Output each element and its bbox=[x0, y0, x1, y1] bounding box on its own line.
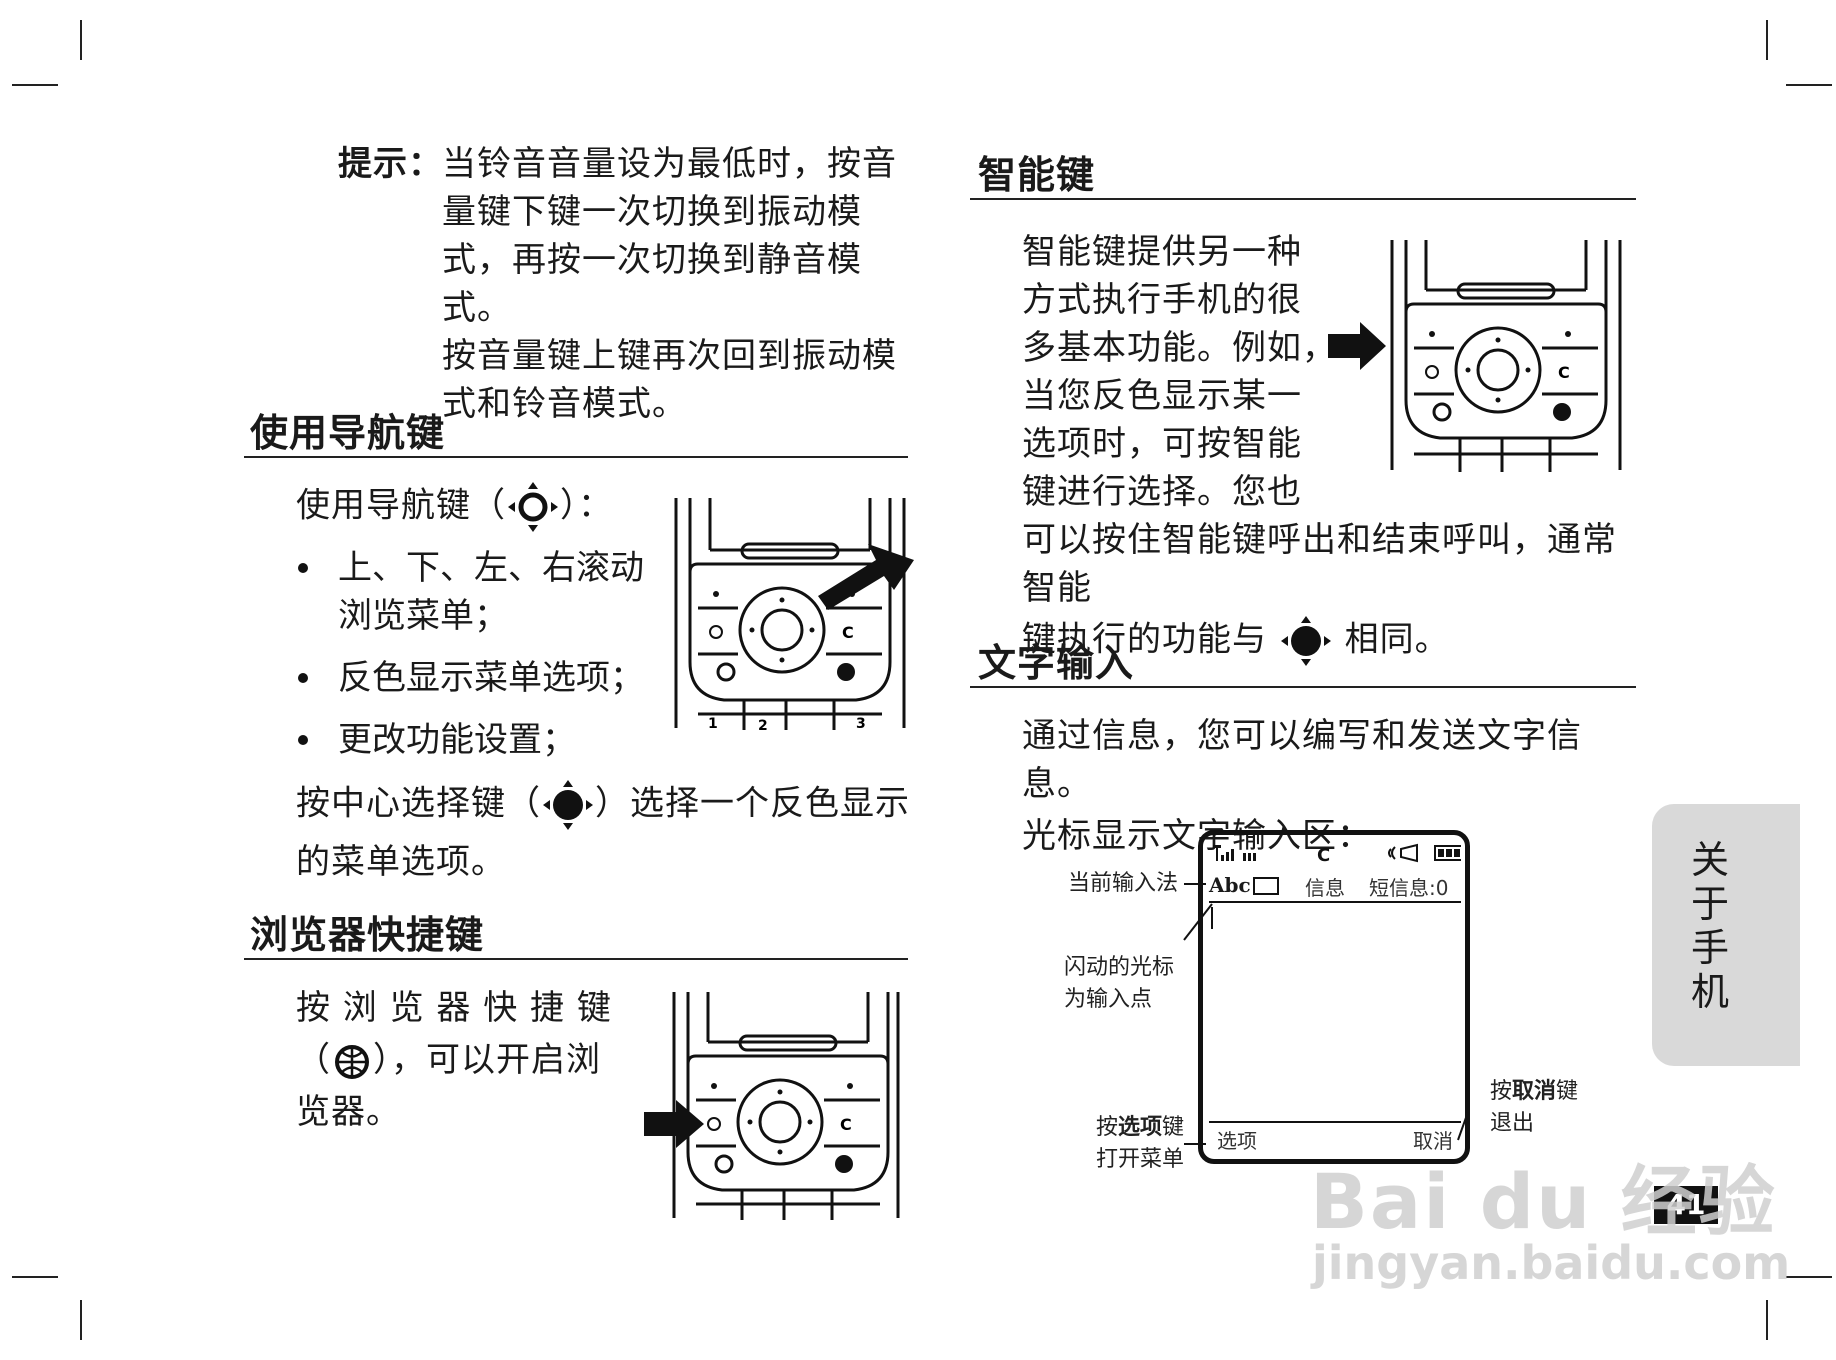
section-heading-smart: 智能键 bbox=[978, 153, 1096, 197]
section-heading-browser: 浏览器快捷键 bbox=[250, 913, 485, 957]
crop-mark bbox=[80, 20, 82, 60]
section-rule bbox=[970, 198, 1636, 200]
crop-mark bbox=[1786, 84, 1832, 86]
phone-smart-illustration: C bbox=[1328, 240, 1622, 472]
nav-intro: 使用导航键（ ）： bbox=[296, 480, 613, 534]
svg-text:C: C bbox=[842, 623, 854, 642]
nav-intro-before: 使用导航键（ bbox=[296, 485, 506, 526]
keypad-label: 3 bbox=[856, 716, 866, 730]
section-heading-nav: 使用导航键 bbox=[250, 411, 446, 455]
text-entry-area[interactable] bbox=[1209, 905, 1461, 1117]
callout-cancel: 按取消键 退出 bbox=[1490, 1079, 1579, 1136]
pointer-arrow-icon bbox=[1328, 322, 1386, 370]
svg-text:C: C bbox=[1317, 845, 1330, 865]
nav-intro-after: ）： bbox=[560, 485, 613, 526]
smart-text-short: 智能键提供另一种 方式执行手机的很 多基本功能。例如， 当您反色显示某一 选项时… bbox=[1022, 232, 1337, 512]
tip-line: 按音量键上键再次回到振动模 bbox=[442, 336, 897, 376]
tip-line: 当铃音音量设为最低时，按音 bbox=[442, 144, 897, 184]
tip-line: 式，再按一次切换到静音模式。 bbox=[442, 240, 862, 328]
input-mode-indicator: Abc bbox=[1209, 873, 1251, 897]
browser-key-icon bbox=[335, 1044, 369, 1079]
side-tab-label: 关 于 手 机 bbox=[1690, 838, 1729, 1014]
section-rule bbox=[970, 686, 1636, 688]
watermark-url: jingyan.baidu.com bbox=[1312, 1236, 1791, 1290]
status-bar: C bbox=[1213, 843, 1461, 865]
screen-sms-counter: 短信息:0 bbox=[1369, 876, 1449, 900]
crop-mark bbox=[1766, 1300, 1768, 1340]
callout-cursor: 闪动的光标 为输入点 bbox=[1064, 955, 1175, 1012]
section-heading-text-input: 文字输入 bbox=[978, 641, 1135, 685]
tip-line: 量键下键一次切换到振动模 bbox=[442, 192, 862, 232]
svg-text:C: C bbox=[1558, 363, 1570, 382]
tip-label: 提示： bbox=[338, 144, 443, 184]
list-item: 反色显示菜单选项； bbox=[296, 654, 656, 702]
crop-mark bbox=[12, 1276, 58, 1278]
crop-mark bbox=[12, 84, 58, 86]
keypad-label: 1 bbox=[708, 716, 718, 730]
list-item: 上、下、左、右滚动 浏览菜单； bbox=[296, 544, 656, 640]
pointer-arrow-icon bbox=[644, 1100, 704, 1148]
browser-text: 按 浏 览 器 快 捷 键 （ ），可以开启浏 览器。 bbox=[296, 988, 612, 1132]
svg-text:C: C bbox=[840, 1115, 852, 1134]
crop-mark bbox=[80, 1300, 82, 1340]
center-select-key-icon bbox=[543, 780, 593, 830]
nav-key-icon bbox=[508, 482, 558, 532]
keypad-label: 2 bbox=[758, 718, 768, 730]
phone-browser-illustration: C bbox=[644, 992, 900, 1220]
center-select-key-icon bbox=[1280, 616, 1331, 666]
tip-text: 当铃音音量设为最低时，按音 量键下键一次切换到振动模 式，再按一次切换到静音模式… bbox=[442, 140, 912, 428]
nav-bullet-list: 上、下、左、右滚动 浏览菜单； 反色显示菜单选项； 更改功能设置； bbox=[296, 544, 656, 764]
phone-nav-illustration: C 1 2 3 bbox=[674, 498, 914, 730]
crop-mark bbox=[1766, 20, 1768, 60]
screen-diagram: C Abc 信息 短信息:0 选项 取消 bbox=[1198, 830, 1470, 1164]
smart-text-full: 可以按住智能键呼出和结束呼叫，通常智能 键执行的功能与 相同。 bbox=[1022, 516, 1642, 668]
crop-mark bbox=[1786, 1276, 1832, 1278]
side-tab bbox=[1652, 804, 1800, 1066]
bullet-dot bbox=[298, 673, 308, 683]
text-input-intro: 通过信息，您可以编写和发送文字信息。 光标显示文字输入区： bbox=[1022, 716, 1582, 856]
left-soft-key-options[interactable]: 选项 bbox=[1217, 1129, 1257, 1153]
right-soft-key-cancel[interactable]: 取消 bbox=[1413, 1129, 1453, 1153]
dictionary-icon bbox=[1253, 877, 1279, 895]
screen-mode-row: Abc 信息 短信息:0 bbox=[1209, 871, 1461, 903]
bullet-dot bbox=[298, 563, 308, 573]
list-item: 更改功能设置； bbox=[296, 716, 656, 764]
watermark-logo: Bai du 经验 bbox=[1310, 1157, 1777, 1246]
tip-line: 式和铃音模式。 bbox=[442, 384, 687, 424]
callout-options: 按选项键 打开菜单 bbox=[1096, 1115, 1185, 1172]
pointer-arrow-icon bbox=[818, 544, 914, 610]
page-number: 41 bbox=[1654, 1186, 1718, 1224]
section-rule bbox=[244, 456, 908, 458]
bullet-dot bbox=[298, 735, 308, 745]
screen-title-message: 信息 bbox=[1305, 876, 1345, 900]
text-cursor bbox=[1211, 907, 1213, 929]
callout-input-method: 当前输入法 bbox=[1068, 871, 1179, 896]
nav-select-text: 按中心选择键（ ）选择一个反色显示 的菜单选项。 bbox=[296, 778, 916, 886]
soft-key-bar: 选项 取消 bbox=[1209, 1121, 1461, 1153]
section-rule bbox=[244, 958, 908, 960]
